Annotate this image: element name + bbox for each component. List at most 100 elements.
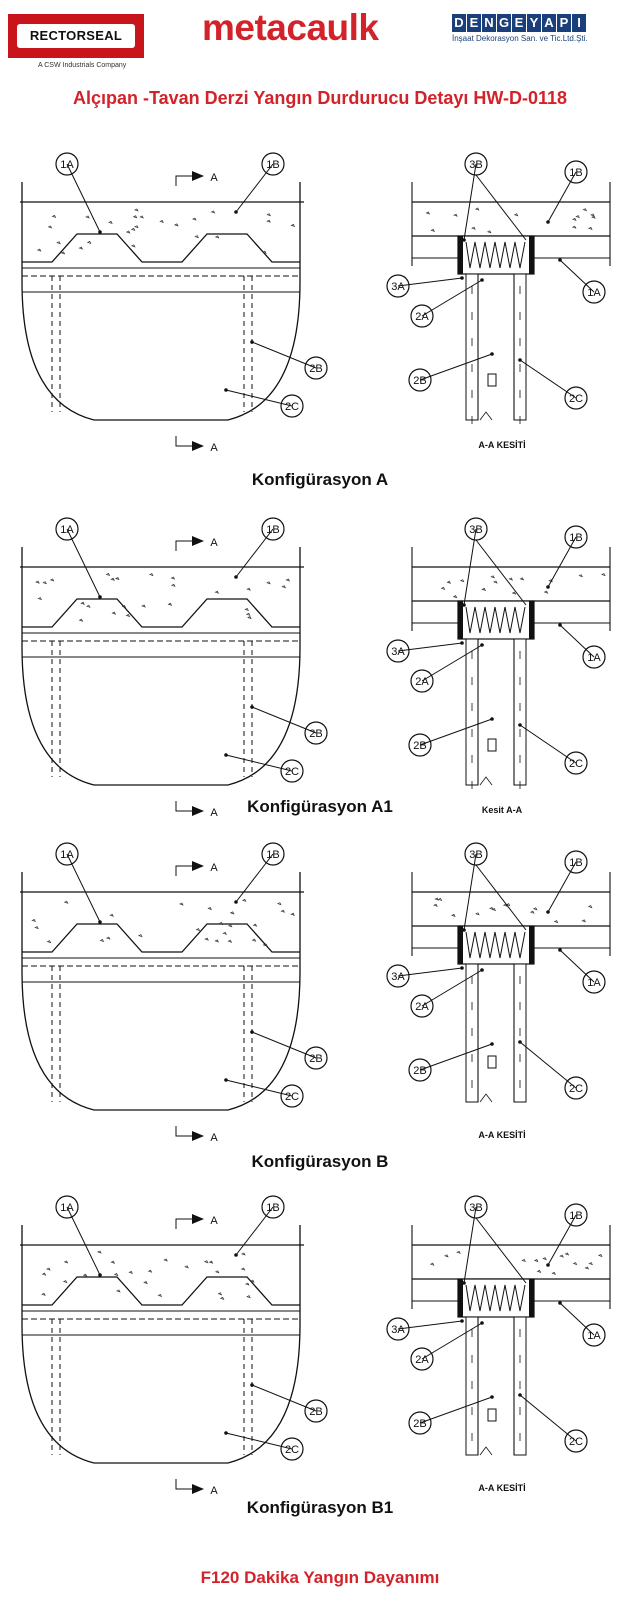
- concrete-speck: [251, 938, 257, 942]
- section-caption: A-A KESİTİ: [478, 1483, 525, 1493]
- elevation-outline-left: [21, 547, 95, 786]
- leader-line: [235, 163, 274, 213]
- logo-letter: E: [512, 14, 526, 32]
- leader-arrow: [558, 1301, 562, 1305]
- callout-label-2C: 2C: [285, 1091, 299, 1103]
- leader-arrow: [546, 1263, 550, 1267]
- concrete-speck: [266, 219, 271, 223]
- elevation-outline-right: [227, 1225, 301, 1464]
- elevation-outline-left: [21, 872, 95, 1111]
- concrete-speck: [490, 575, 495, 579]
- leader-arrow: [480, 1321, 484, 1325]
- concrete-speck: [130, 227, 136, 231]
- joint-cavity: [457, 235, 535, 275]
- concrete-speck: [451, 913, 456, 917]
- concrete-speck: [266, 213, 271, 217]
- leader-line: [421, 1322, 483, 1360]
- callout-label-1A: 1A: [587, 652, 601, 664]
- section-mark-arrow: [192, 441, 204, 451]
- concrete-speck: [262, 250, 267, 254]
- callout-label-2B: 2B: [413, 1418, 426, 1430]
- concrete-speck: [246, 1295, 251, 1299]
- section-mark-arrow: [192, 806, 204, 816]
- concrete-speck: [475, 912, 480, 916]
- concrete-speck: [486, 230, 492, 234]
- leader-line: [397, 277, 463, 287]
- concrete-speck: [218, 922, 224, 926]
- concrete-speck: [105, 572, 111, 577]
- callout-label-1B: 1B: [266, 849, 279, 861]
- leader-line: [547, 1214, 577, 1266]
- concrete-speck: [63, 1260, 69, 1264]
- concrete-speck: [170, 583, 176, 587]
- callout-label-3A: 3A: [391, 281, 405, 293]
- leader-arrow: [490, 352, 494, 356]
- concrete-speck: [80, 601, 85, 605]
- concrete-speck: [157, 1293, 163, 1298]
- gypsum-board: [513, 638, 527, 786]
- concrete-speck: [113, 1273, 119, 1277]
- leader-line: [519, 1041, 577, 1089]
- leader-arrow: [518, 358, 522, 362]
- section-caption: Kesit A-A: [482, 805, 523, 815]
- concrete-speck: [241, 1252, 246, 1256]
- concrete-speck: [159, 219, 164, 224]
- leader-line: [251, 341, 317, 369]
- leader-line: [235, 1206, 274, 1256]
- sealant-right: [529, 926, 534, 964]
- concrete-speck: [47, 225, 53, 229]
- section-mark-label: A: [210, 807, 218, 819]
- section-mark-label: A: [210, 442, 218, 454]
- concrete-speck: [240, 1267, 246, 1271]
- concrete-speck: [56, 241, 61, 245]
- logo-letter: E: [467, 14, 481, 32]
- leader-arrow: [250, 705, 254, 709]
- concrete-speck: [137, 934, 143, 938]
- leader-arrow: [480, 968, 484, 972]
- section-mark-arrow: [192, 171, 204, 181]
- concrete-speck: [588, 226, 593, 230]
- concrete-speck: [41, 1272, 47, 1276]
- config-b1-label: Konfigürasyon B1: [246, 1498, 394, 1517]
- leader-line: [397, 1320, 463, 1330]
- leader-arrow: [250, 1383, 254, 1387]
- section-mark-arrow: [192, 1214, 204, 1224]
- fire-rating: F120 Dakika Yangın Dayanımı: [200, 1568, 440, 1587]
- gypsum-board: [465, 273, 479, 421]
- concrete-speck: [109, 913, 114, 917]
- config-a-label: Konfigürasyon A: [251, 470, 389, 489]
- callout-label-2B: 2B: [413, 375, 426, 387]
- callout-label-2B: 2B: [309, 1406, 322, 1418]
- concrete-speck: [440, 586, 446, 590]
- section-mark-label: A: [210, 172, 218, 184]
- concrete-speck: [110, 577, 115, 581]
- leader-line: [519, 724, 577, 764]
- leader-line: [519, 359, 577, 399]
- concrete-speck: [508, 577, 514, 581]
- concrete-speck: [491, 908, 497, 912]
- concrete-speck: [110, 1260, 116, 1264]
- section-caption: A-A KESİTİ: [478, 440, 525, 450]
- leader-arrow: [518, 723, 522, 727]
- concrete-speck: [227, 939, 233, 943]
- leader-arrow: [480, 643, 484, 647]
- leader-arrow: [518, 1040, 522, 1044]
- leader-arrow: [460, 641, 464, 645]
- leader-arrow: [460, 966, 464, 970]
- callout-label-2C: 2C: [569, 1436, 583, 1448]
- concrete-speck: [132, 215, 138, 219]
- callout-label-3A: 3A: [391, 971, 405, 983]
- callout-label-2B: 2B: [309, 363, 322, 375]
- concrete-speck: [60, 251, 66, 255]
- concrete-speck: [533, 1259, 539, 1263]
- leader-line: [419, 353, 493, 381]
- concrete-speck: [121, 605, 127, 609]
- leader-line: [225, 1079, 293, 1097]
- leader-arrow: [462, 238, 466, 242]
- leader-arrow: [518, 1393, 522, 1397]
- leader-line: [235, 528, 274, 578]
